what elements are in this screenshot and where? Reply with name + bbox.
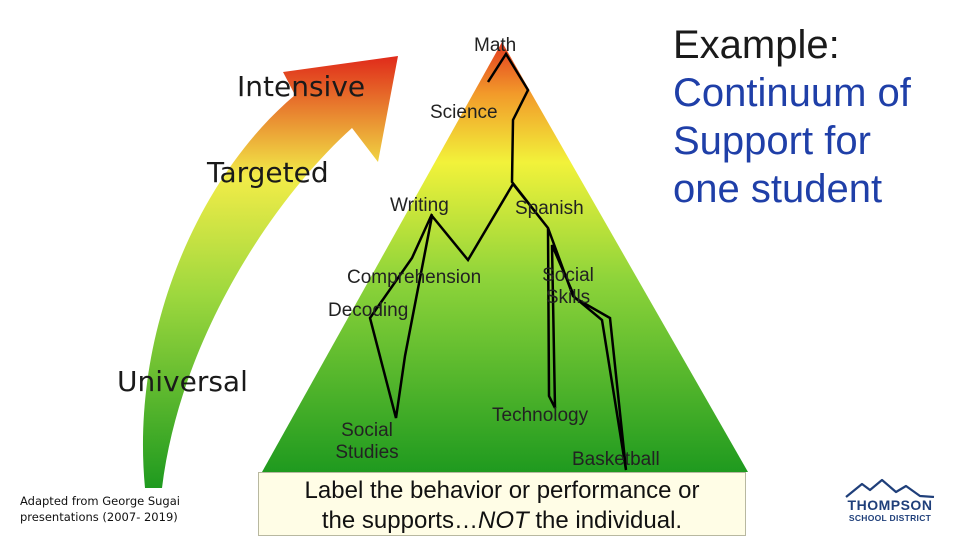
subject-social-skills: Social Skills — [536, 265, 600, 309]
guidance-note: Label the behavior or performance or the… — [258, 472, 746, 536]
title-line-4: one student — [673, 167, 883, 211]
note-line-2-prefix: the supports… — [321, 507, 478, 534]
note-line-2-emphasis: NOT — [477, 507, 529, 534]
credit-line-1: Adapted from George Sugai — [20, 494, 180, 508]
note-line-2-suffix: the individual. — [528, 507, 683, 534]
tier-targeted-label: Targeted — [207, 156, 329, 189]
subject-writing: Writing — [390, 195, 449, 216]
subject-social-studies-line1: Social — [341, 420, 393, 441]
mountain-logo-icon — [845, 478, 935, 498]
credit-line-2: presentations (2007- 2019) — [20, 510, 178, 524]
subject-decoding: Decoding — [328, 300, 409, 321]
curved-arrow-icon — [142, 56, 398, 488]
subject-social-studies: Social Studies — [330, 420, 404, 464]
subject-science: Science — [430, 102, 498, 123]
district-logo: THOMPSON SCHOOL DISTRICT — [840, 478, 940, 528]
title-line-1: Example: — [673, 23, 840, 67]
support-triangle — [262, 42, 748, 472]
subject-social-skills-line2: Skills — [545, 287, 591, 308]
subject-technology: Technology — [492, 405, 589, 426]
logo-name: THOMPSON — [847, 497, 933, 513]
subject-comprehension: Comprehension — [347, 267, 482, 288]
tier-universal-label: Universal — [117, 365, 248, 398]
subject-basketball: Basketball — [572, 449, 660, 470]
subject-social-skills-line1: Social — [542, 265, 594, 286]
title-line-3: Support for — [673, 119, 871, 163]
note-line-2: the supports…NOT the individual. — [259, 506, 745, 536]
logo-subtitle: SCHOOL DISTRICT — [848, 513, 932, 523]
tier-intensive-label: Intensive — [237, 70, 366, 103]
slide-title: Example: Continuum of Support for one st… — [673, 21, 911, 213]
performance-line — [368, 51, 628, 471]
subject-social-studies-line2: Studies — [335, 442, 399, 463]
subject-spanish: Spanish — [515, 198, 584, 219]
note-line-1: Label the behavior or performance or — [304, 477, 700, 504]
subject-math: Math — [474, 35, 517, 56]
title-line-2: Continuum of — [673, 71, 911, 115]
source-credit: Adapted from George Sugai presentations … — [20, 493, 220, 525]
